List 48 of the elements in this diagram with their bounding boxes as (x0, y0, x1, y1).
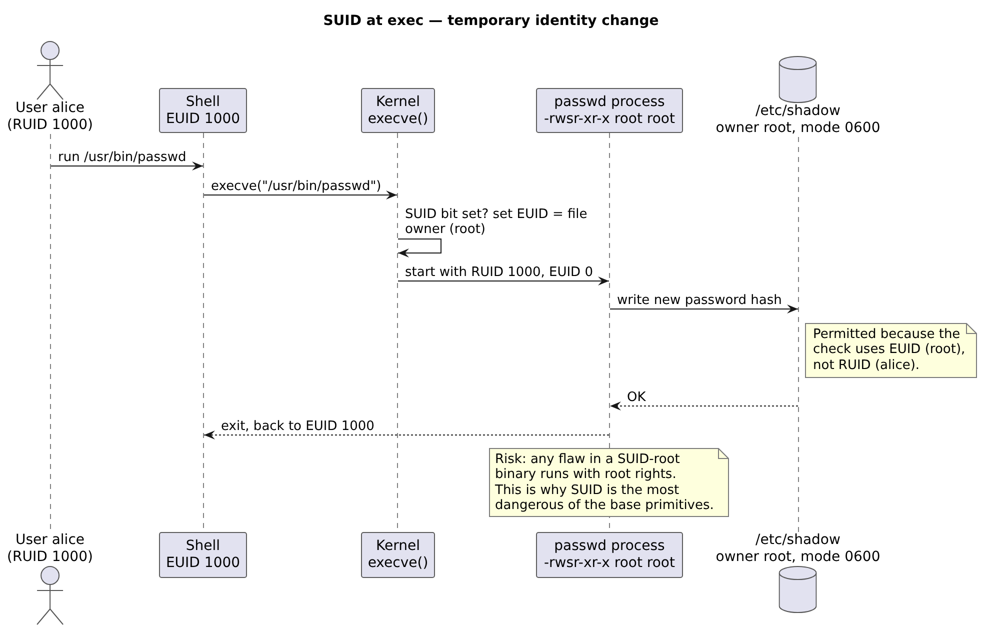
message-label: execve("/usr/bin/passwd") (211, 179, 382, 194)
message-arrow (204, 190, 398, 200)
participant-name: Kernel (376, 94, 420, 110)
participant-box (536, 532, 683, 578)
participant-detail: EUID 1000 (166, 555, 240, 572)
message-label: SUID bit set? set EUID = file owner (root) (405, 207, 588, 237)
note (489, 448, 729, 517)
note-text: Risk: any flaw in a SUID-root binary runs with root rights. (495, 452, 681, 483)
return-arrow (204, 430, 610, 440)
message-label: start with RUID 1000, EUID 0 (405, 265, 593, 280)
message-arrow (398, 276, 610, 286)
participant-box (536, 88, 683, 133)
participant-detail: execve() (368, 110, 428, 128)
self-message-arrow (398, 238, 442, 258)
participant-name: passwd process (554, 94, 665, 110)
participant-detail: (RUID 1000) (7, 549, 93, 566)
note (805, 323, 977, 378)
participant-detail: (RUID 1000) (7, 117, 93, 134)
participant-name: Kernel (376, 538, 420, 555)
participant-name: Shell (186, 94, 220, 110)
participant-box (361, 88, 435, 133)
participant-name: User alice (15, 100, 84, 117)
participant-box (159, 532, 247, 578)
message-arrow (50, 162, 204, 170)
note-text: This is why SUID is the most dangerous of the base primitives. (495, 482, 715, 514)
participant-detail: execve() (368, 555, 428, 572)
diagram-title: SUID at exec — temporary identity change (323, 13, 659, 30)
note-text: Permitted because the check uses EUID (root), not RUID (alice). (813, 327, 966, 374)
participant-detail: -rwsr-xr-x root root (544, 555, 675, 572)
participant-box (159, 88, 247, 133)
message-arrow (610, 304, 798, 314)
participant-name: /etc/shadow (756, 103, 840, 120)
participant-detail: owner root, mode 0600 (716, 549, 880, 566)
participant-detail: -rwsr-xr-x root root (544, 110, 675, 128)
participant-box (361, 532, 435, 578)
participant-name: passwd process (554, 538, 665, 555)
message-label: OK (627, 390, 646, 405)
message-label: write new password hash (617, 293, 782, 308)
participant-detail: owner root, mode 0600 (716, 120, 880, 137)
participant-name: User alice (15, 532, 84, 549)
message-label: run /usr/bin/passwd (58, 150, 186, 165)
lifeline (798, 137, 799, 532)
message-label: exit, back to EUID 1000 (221, 419, 374, 434)
participant-detail: EUID 1000 (166, 110, 240, 128)
return-arrow (610, 402, 798, 410)
participant-name: /etc/shadow (756, 532, 840, 549)
lifeline (50, 134, 51, 532)
participant-name: Shell (186, 538, 220, 555)
